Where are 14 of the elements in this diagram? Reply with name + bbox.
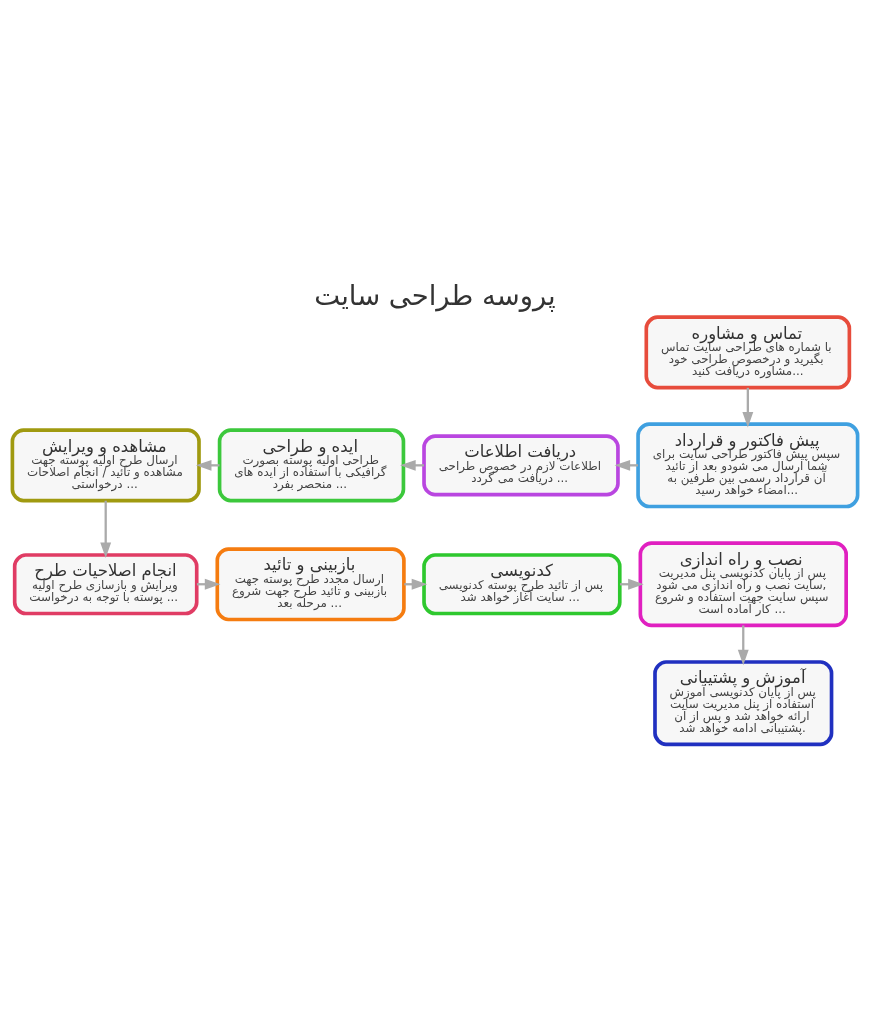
arrow [100, 500, 112, 559]
node-box: بازبینی و تائید ارسال مجدد طرح پوسته جهت بازبینی و تائید طرح جهت شروع مرحله بعد ... [215, 547, 406, 622]
node-box: آموزش و پشتیبانی پس از پایان کدنویسی آموزش استفاده از پنل مدیریت سایت ارائه خواهد شد و پس از آن پشتیبانی ادامه خواهد شد. [653, 660, 834, 747]
arrow [737, 625, 749, 666]
node-box: ایده و طراحی طراحی اولیه پوسته بصورت گرافیکی با استفاده از ایده های منحصر بفرد ... [217, 428, 406, 503]
node-box: مشاهده و ویرایش ارسال طرح اولیه پوسته جهت مشاهده و تائید / انجام اصلاحات درخواستی ... [10, 428, 201, 503]
diagram-title: پروسه طراحی سایت [314, 280, 556, 312]
node-box: دریافت اطلاعات اطلاعات لازم در خصوص طراحی دریافت می گردد ... [422, 434, 620, 497]
arrow [742, 387, 754, 428]
node-box: کدنویسی پس از تائید طرح پوسته کدنویسی سایت آغاز خواهد شد ... [422, 553, 622, 616]
node-box: پیش فاکتور و قرارداد سپس پیش فاکتور طراحی سایت برای شما ارسال می شودو بعد از تائید آن قرارداد رسمی بین طرفین به امضاء خواهد رسید... [636, 422, 860, 509]
node-box: تماس و مشاوره با شماره های طراحی سایت تماس بگیرید و درخصوص طراحی خود مشاوره دریافت کنید... [644, 315, 852, 390]
node-box: انجام اصلاحیات طرح ویرایش و بازسازی طرح اولیه پوسته با توجه به درخواست ... [12, 553, 199, 616]
node-box: نصب و راه اندازی پس از پایان کدنویسی پنل مدیریت سایت نصب و راه اندازی می شود, سپس سایت جهت استفاده و شروع کار آماده است ... [638, 541, 848, 628]
